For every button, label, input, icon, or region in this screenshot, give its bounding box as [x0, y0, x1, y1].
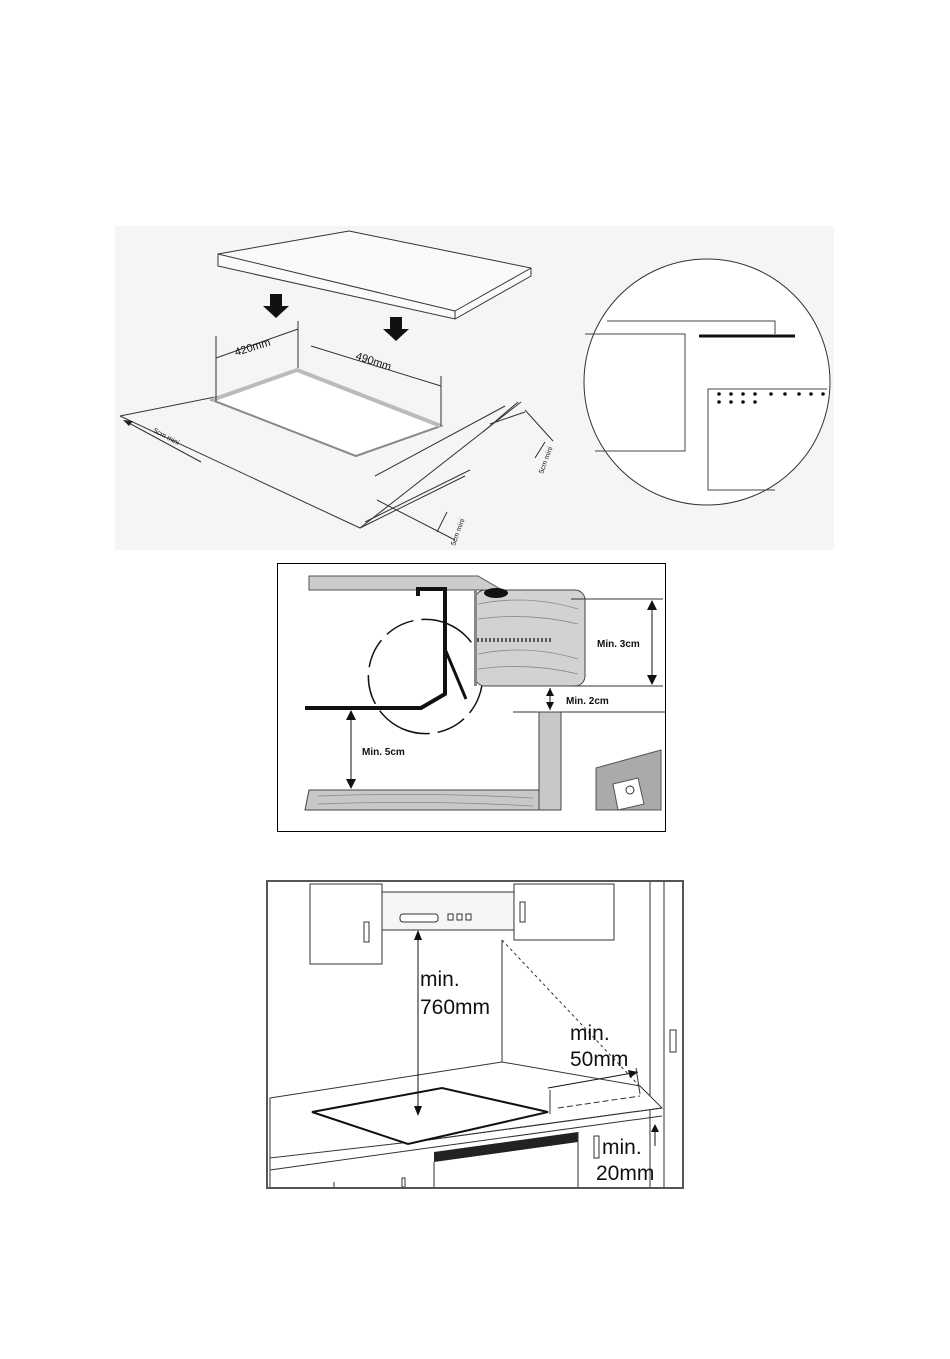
arrow-down-icon — [263, 294, 289, 318]
hob-slab — [218, 231, 531, 319]
label-min-5cm: Min. 5cm — [362, 747, 405, 758]
label-hood-760mm: 760mm — [420, 996, 490, 1019]
cross-section-diagram: Min. 3cm Min. 2cm Min. 5cm — [278, 564, 665, 831]
cooker-hood — [382, 892, 514, 930]
upper-cabinet-left — [310, 884, 382, 964]
label-hood-min: min. — [420, 968, 460, 991]
label-min-3cm: Min. 3cm — [597, 639, 640, 650]
label-clearance-right: 5cm mini — [538, 446, 554, 475]
kitchen-clearance-figure: min. 760mm min. 50mm min. 20mm — [266, 880, 684, 1189]
cutout-dimensions-figure: 420mm 490mm 5cm mini 5cm mini 5cm mini — [115, 226, 834, 550]
label-side-50mm: 50mm — [570, 1048, 628, 1071]
label-back-20mm: 20mm — [596, 1162, 654, 1185]
label-420mm: 420mm — [233, 337, 272, 359]
bottom-shelf — [305, 790, 539, 810]
kitchen-diagram: min. 760mm min. 50mm min. 20mm — [268, 882, 682, 1187]
upper-cabinet-right — [514, 884, 614, 940]
inset-bracket — [596, 750, 661, 810]
label-490mm: 490mm — [354, 350, 393, 373]
cross-section-figure: Min. 3cm Min. 2cm Min. 5cm — [277, 563, 666, 832]
cutout-diagram: 420mm 490mm 5cm mini 5cm mini 5cm mini — [115, 226, 834, 550]
side-panel — [539, 712, 561, 810]
detail-circle — [584, 259, 830, 505]
label-back-min: min. — [602, 1136, 642, 1159]
label-min-2cm: Min. 2cm — [566, 696, 609, 707]
label-side-min: min. — [570, 1022, 610, 1045]
arrow-down-icon — [383, 317, 409, 341]
label-clearance-front: 5cm mini — [450, 518, 466, 547]
arrow-left-icon — [123, 420, 133, 426]
